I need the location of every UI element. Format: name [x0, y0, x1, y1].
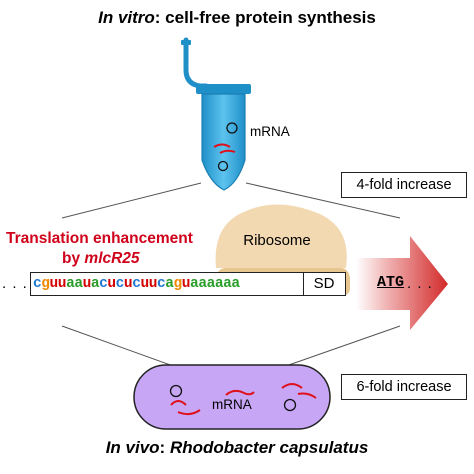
nucleotide: a: [66, 276, 75, 292]
fold-marker-bottom: [402, 330, 426, 370]
start-codon: ATG: [377, 274, 405, 291]
nucleotide: c: [156, 276, 166, 292]
zoom-line-tube-right: [245, 182, 401, 219]
nucleotide: c: [132, 276, 141, 292]
ribosome-large-subunit: [215, 204, 347, 268]
nucleotide: g: [173, 276, 183, 292]
tube-mrna-label: mRNA: [250, 124, 290, 139]
nucleotide: g: [41, 276, 50, 292]
in-vitro-title: In vitro: cell-free protein synthesis: [98, 8, 376, 27]
zoom-line-tube-left: [61, 182, 202, 219]
nucleotide: c: [33, 276, 42, 292]
cell-mrna-label: mRNA: [212, 397, 252, 412]
in-vivo-title: In vivo: Rhodobacter capsulatus: [105, 438, 369, 457]
nucleotide: a: [74, 276, 83, 292]
nucleotide: a: [165, 276, 174, 292]
sequence-box: [30, 272, 346, 296]
nucleotide: a: [214, 276, 224, 292]
fold-increase-in-vivo: 6-fold increase: [341, 374, 467, 400]
microtube-icon: [181, 37, 251, 191]
nucleotide: c: [99, 276, 108, 292]
ribosome-label: Ribosome: [243, 232, 311, 249]
nucleotide: u: [140, 276, 149, 292]
fold-increase-in-vitro: 4-fold increase: [341, 172, 467, 198]
shine-dalgarno-label: SD: [303, 273, 344, 295]
enhancement-title-line2: by mlcR25: [62, 250, 140, 267]
nucleotide: u: [107, 276, 116, 292]
translation-arrow: [356, 236, 448, 330]
nucleotide: a: [206, 276, 216, 292]
enhancement-title-line1: Translation enhancement: [6, 230, 193, 247]
sequence-dots-right: . . .: [407, 275, 433, 292]
nucleotide: u: [148, 276, 158, 292]
nucleotide: a: [198, 276, 207, 292]
nucleotide: a: [231, 276, 240, 292]
nucleotide: u: [123, 276, 133, 292]
nucleotide: u: [49, 276, 59, 292]
nucleotide: a: [90, 276, 100, 292]
nucleotide: u: [82, 276, 92, 292]
nucleotide: a: [190, 276, 199, 292]
nucleotide: u: [181, 276, 191, 292]
nucleotide: a: [223, 276, 232, 292]
bacterium-cell: [133, 364, 331, 430]
sequence-dots-left: . . .: [2, 275, 28, 292]
nucleotide: u: [57, 276, 67, 292]
mlcr25-sequence: cguuaauacucucuucaguaaaaaa: [33, 273, 240, 295]
nucleotide: c: [115, 276, 125, 292]
fold-marker-top: [402, 198, 426, 236]
gene-name: mlcR25: [84, 250, 140, 267]
